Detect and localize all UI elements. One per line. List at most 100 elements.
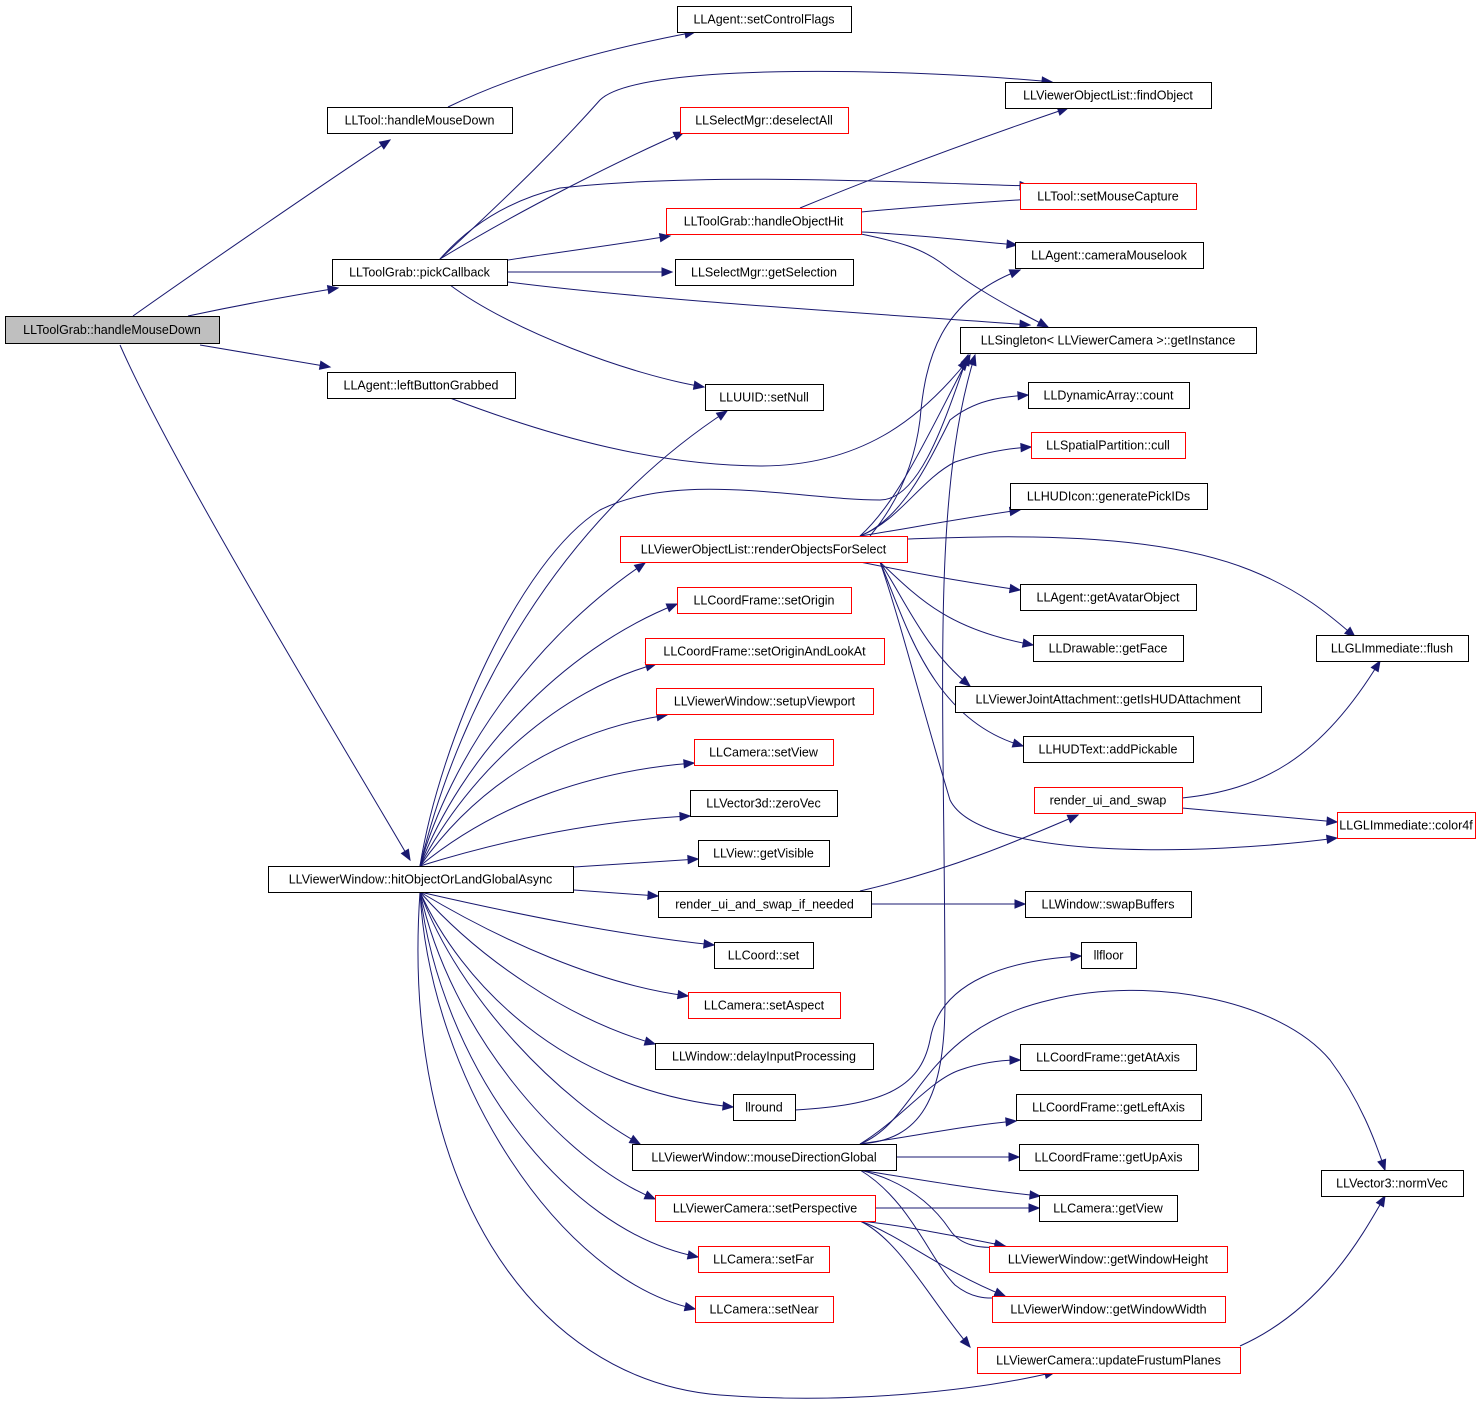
arrowhead bbox=[703, 939, 716, 949]
node-addpick[interactable]: LLHUDText::addPickable bbox=[1023, 736, 1194, 763]
node-delayinput[interactable]: LLWindow::delayInputProcessing bbox=[655, 1043, 874, 1070]
node-label: LLViewerJointAttachment::getIsHUDAttachm… bbox=[976, 693, 1241, 707]
node-box bbox=[733, 1094, 796, 1121]
node-zerovec[interactable]: LLVector3d::zeroVec bbox=[690, 790, 838, 817]
node-coordset[interactable]: LLCoord::set bbox=[714, 942, 814, 969]
edge-handleobjhit-to-setmousecap bbox=[860, 194, 1035, 213]
edge-renderobj-to-ishud bbox=[879, 561, 972, 687]
node-cammouselook[interactable]: LLAgent::cameraMouselook bbox=[1015, 242, 1204, 269]
node-handleobjhit[interactable]: LLToolGrab::handleObjectHit bbox=[666, 208, 862, 235]
node-box bbox=[1020, 183, 1197, 210]
node-label: LLUUID::setNull bbox=[719, 391, 809, 405]
node-getwinh[interactable]: LLViewerWindow::getWindowHeight bbox=[989, 1246, 1228, 1273]
node-label: LLCoordFrame::setOriginAndLookAt bbox=[663, 645, 866, 659]
node-mousedir[interactable]: LLViewerWindow::mouseDirectionGlobal bbox=[632, 1144, 897, 1171]
node-desel[interactable]: LLSelectMgr::deselectAll bbox=[680, 107, 849, 134]
arrowhead bbox=[661, 267, 674, 277]
edge-hitobj-to-delayinput bbox=[419, 891, 657, 1046]
node-box bbox=[1015, 242, 1204, 269]
arrowhead bbox=[959, 1335, 971, 1349]
node-leftbtn[interactable]: LLAgent::leftButtonGrabbed bbox=[327, 372, 516, 399]
edge-mousedir-to-getview bbox=[859, 1169, 1042, 1200]
node-getavatar[interactable]: LLAgent::getAvatarObject bbox=[1020, 584, 1197, 611]
node-getwinw[interactable]: LLViewerWindow::getWindowWidth bbox=[992, 1296, 1226, 1323]
node-label: LLCamera::getView bbox=[1053, 1202, 1164, 1216]
node-getview[interactable]: LLCamera::getView bbox=[1039, 1195, 1178, 1222]
node-box bbox=[690, 790, 838, 817]
node-llfloor[interactable]: llfloor bbox=[1081, 942, 1137, 969]
node-updfrustum[interactable]: LLViewerCamera::updateFrustumPlanes bbox=[977, 1347, 1241, 1374]
node-box bbox=[1025, 891, 1192, 918]
node-glflush[interactable]: LLGLImmediate::flush bbox=[1316, 635, 1469, 662]
node-label: LLAgent::leftButtonGrabbed bbox=[344, 379, 499, 393]
node-label: LLViewerWindow::setupViewport bbox=[674, 695, 856, 709]
node-getface[interactable]: LLDrawable::getFace bbox=[1033, 635, 1184, 662]
edge-hitobj-to-setview bbox=[419, 759, 696, 867]
arrowhead bbox=[1006, 239, 1019, 249]
edge-hitobj-to-mousedir bbox=[419, 891, 642, 1145]
node-setorigin[interactable]: LLCoordFrame::setOrigin bbox=[677, 587, 852, 614]
node-setnull[interactable]: LLUUID::setNull bbox=[705, 384, 824, 411]
node-box bbox=[977, 1347, 1241, 1374]
node-findobj[interactable]: LLViewerObjectList::findObject bbox=[1005, 82, 1212, 109]
node-getinst[interactable]: LLSingleton< LLViewerCamera >::getInstan… bbox=[960, 327, 1257, 354]
node-setoriginlook[interactable]: LLCoordFrame::setOriginAndLookAt bbox=[645, 638, 885, 665]
node-box bbox=[666, 208, 862, 235]
node-rendifneeded[interactable]: render_ui_and_swap_if_needed bbox=[658, 891, 872, 918]
node-setupvp[interactable]: LLViewerWindow::setupViewport bbox=[656, 688, 874, 715]
node-ishud[interactable]: LLViewerJointAttachment::getIsHUDAttachm… bbox=[955, 686, 1262, 713]
edge-hitobj-to-setaspect bbox=[419, 891, 690, 1000]
arrowhead bbox=[1036, 317, 1050, 328]
node-label: LLHUDText::addPickable bbox=[1039, 743, 1178, 757]
node-getvisible[interactable]: LLView::getVisible bbox=[698, 840, 830, 867]
node-getsel[interactable]: LLSelectMgr::getSelection bbox=[675, 259, 854, 286]
edge-setpersp-to-getwinh bbox=[859, 1220, 1007, 1249]
arrowhead bbox=[683, 1302, 697, 1312]
node-hitobj[interactable]: LLViewerWindow::hitObjectOrLandGlobalAsy… bbox=[268, 866, 574, 893]
node-normvec[interactable]: LLVector3::normVec bbox=[1321, 1170, 1464, 1197]
node-setaspect[interactable]: LLCamera::setAspect bbox=[688, 992, 841, 1019]
node-setctrl[interactable]: LLAgent::setControlFlags bbox=[677, 6, 852, 33]
arrowhead bbox=[1370, 659, 1381, 673]
node-getleftaxis[interactable]: LLCoordFrame::getLeftAxis bbox=[1016, 1094, 1202, 1121]
node-label: LLSelectMgr::deselectAll bbox=[695, 114, 833, 128]
node-getataxis[interactable]: LLCoordFrame::getAtAxis bbox=[1020, 1044, 1197, 1071]
node-setpersp[interactable]: LLViewerCamera::setPerspective bbox=[655, 1195, 876, 1222]
node-box bbox=[1031, 432, 1186, 459]
arrowhead bbox=[318, 360, 332, 370]
node-dyncount[interactable]: LLDynamicArray::count bbox=[1028, 382, 1190, 409]
node-getupaxis[interactable]: LLCoordFrame::getUpAxis bbox=[1019, 1144, 1199, 1171]
arrowhead bbox=[958, 675, 972, 687]
arrowhead bbox=[633, 562, 647, 573]
node-label: LLToolGrab::handleMouseDown bbox=[23, 323, 201, 337]
arrowhead bbox=[686, 1250, 700, 1260]
node-label: LLSpatialPartition::cull bbox=[1046, 439, 1170, 453]
arrowhead bbox=[647, 890, 660, 900]
edge-mousedir-to-getupaxis bbox=[896, 1152, 1021, 1162]
edge-hitobj-to-setpersp bbox=[419, 891, 657, 1200]
node-box bbox=[268, 866, 574, 893]
node-setfar[interactable]: LLCamera::setFar bbox=[698, 1246, 830, 1273]
node-glcolor[interactable]: LLGLImmediate::color4f bbox=[1337, 812, 1476, 839]
node-setview[interactable]: LLCamera::setView bbox=[694, 739, 834, 766]
arrowhead bbox=[326, 285, 340, 295]
node-label: LLViewerCamera::updateFrustumPlanes bbox=[996, 1354, 1221, 1368]
edge-hitobj-to-renderobj bbox=[419, 562, 647, 867]
node-llround[interactable]: llround bbox=[733, 1094, 796, 1121]
edge-hitobj-to-llround bbox=[419, 891, 735, 1111]
node-pickcb[interactable]: LLToolGrab::pickCallback bbox=[332, 259, 508, 286]
node-pickids[interactable]: LLHUDIcon::generatePickIDs bbox=[1010, 483, 1208, 510]
edge-mousedir-to-getataxis bbox=[859, 1055, 1022, 1145]
node-swapbuf[interactable]: LLWindow::swapBuffers bbox=[1025, 891, 1192, 918]
node-renderui[interactable]: render_ui_and_swap bbox=[1034, 787, 1183, 814]
node-label: LLVector3::normVec bbox=[1336, 1177, 1448, 1191]
node-box bbox=[327, 107, 513, 134]
edge-setpersp-to-getwinw bbox=[859, 1220, 1007, 1297]
node-setmousecap[interactable]: LLTool::setMouseCapture bbox=[1020, 183, 1197, 210]
node-renderobj[interactable]: LLViewerObjectList::renderObjectsForSele… bbox=[620, 536, 908, 563]
node-label: LLGLImmediate::flush bbox=[1331, 642, 1453, 656]
node-root[interactable]: LLToolGrab::handleMouseDown bbox=[5, 316, 220, 344]
node-setnear[interactable]: LLCamera::setNear bbox=[695, 1296, 834, 1323]
node-tool-hmd[interactable]: LLTool::handleMouseDown bbox=[327, 107, 513, 134]
node-cull[interactable]: LLSpatialPartition::cull bbox=[1031, 432, 1186, 459]
